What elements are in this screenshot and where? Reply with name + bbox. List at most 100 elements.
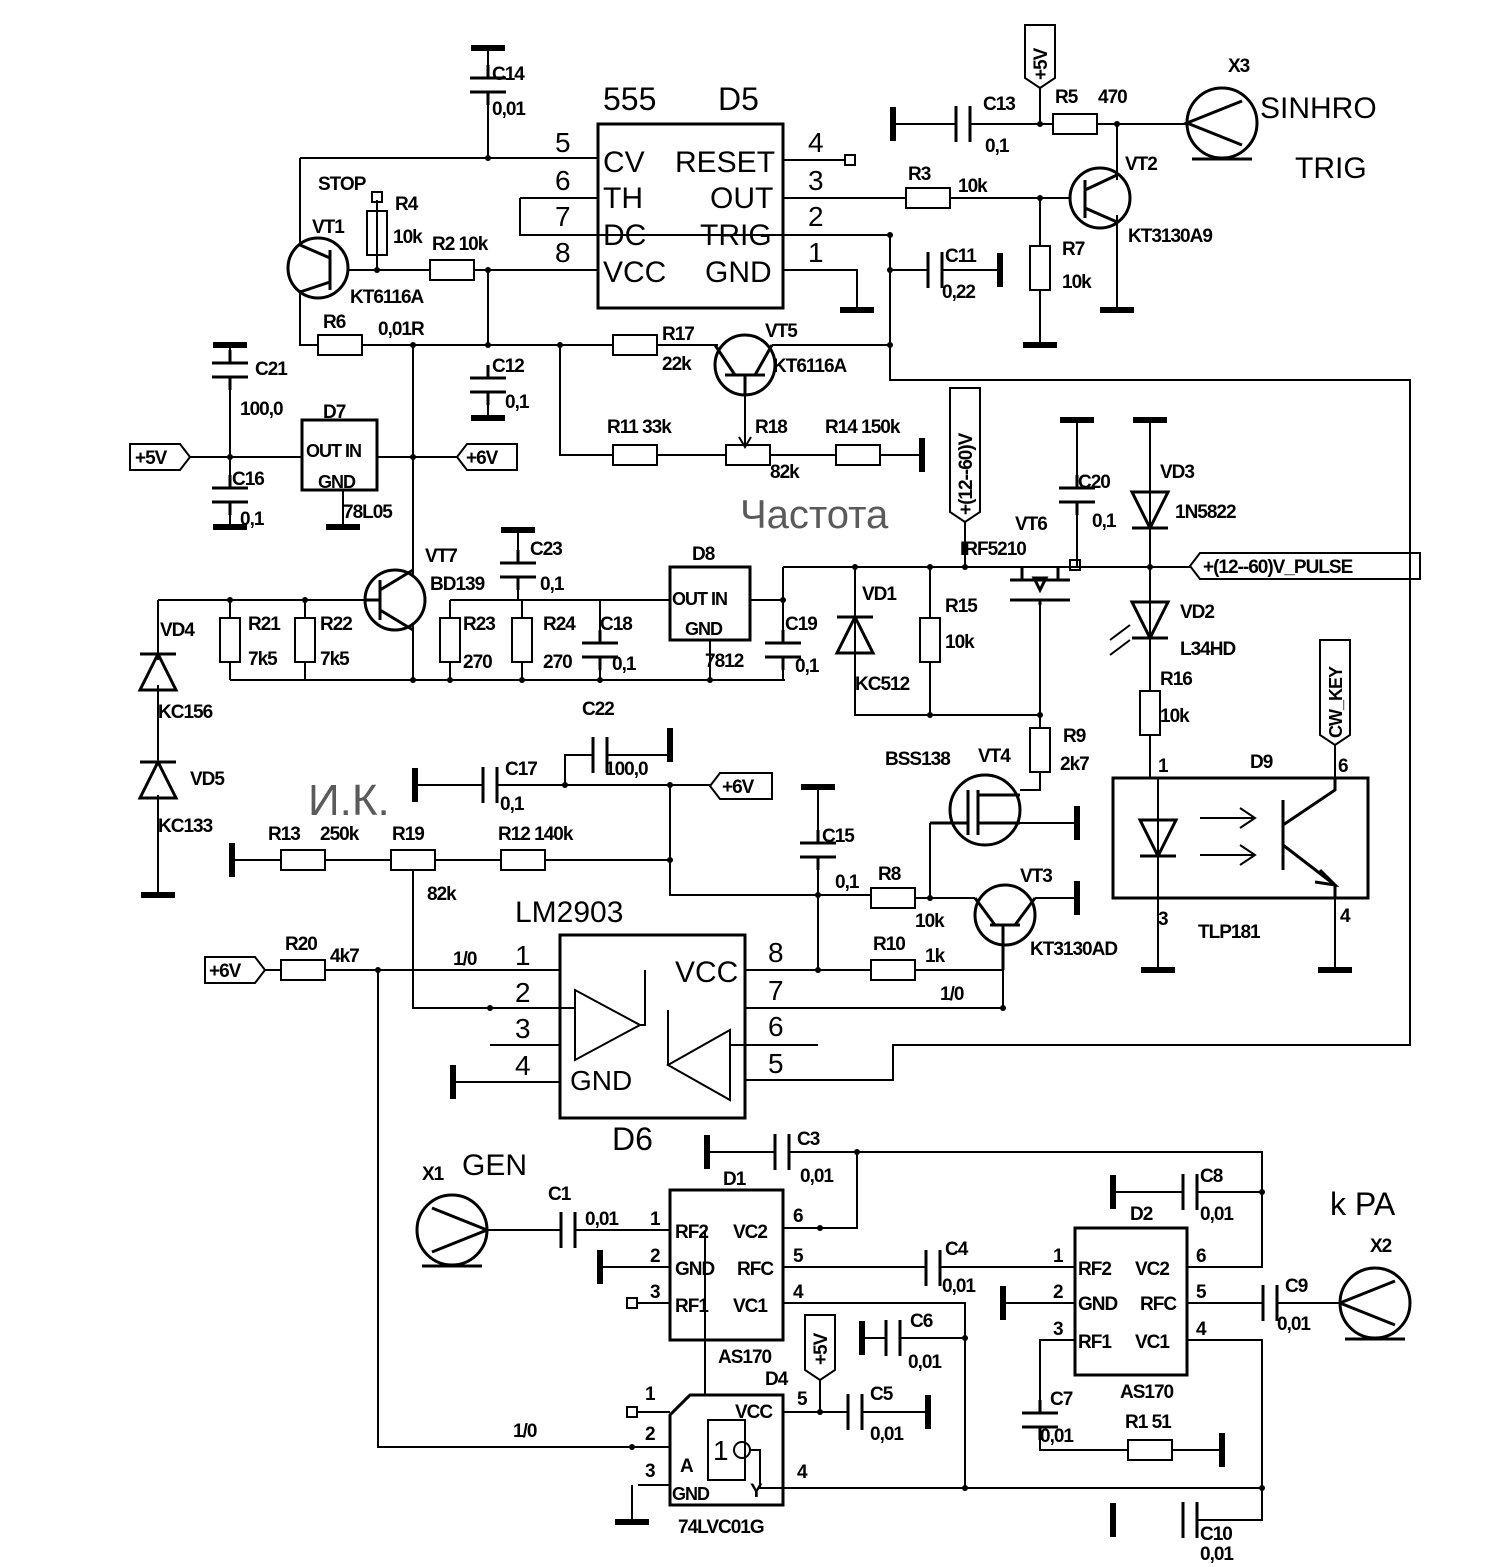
ground-bar xyxy=(213,524,247,530)
mosfet-leads xyxy=(930,790,1020,835)
junction-dot xyxy=(410,454,416,460)
label-d6-p3: 3 xyxy=(515,1013,531,1044)
transistor-leads xyxy=(973,897,1037,970)
junction-dot xyxy=(519,677,525,683)
label-vt5-t: KT6116A xyxy=(773,356,848,377)
ic-d6-lm2903 xyxy=(558,933,747,1120)
port-flag-6v xyxy=(455,443,518,471)
port-flag-cw-key xyxy=(1319,639,1351,747)
resistor xyxy=(919,617,941,663)
inverter-bubble xyxy=(733,1441,751,1459)
label-sinhro: SINHRO xyxy=(1260,92,1377,125)
label-r18: R18 xyxy=(755,417,787,438)
label-d4-p3: 3 xyxy=(645,1461,655,1482)
label-r16-v: 10k xyxy=(1160,706,1190,727)
label-x2: X2 xyxy=(1370,1236,1392,1257)
label-d5-vcc: VCC xyxy=(603,256,666,289)
label-r2: R2 10k xyxy=(432,234,489,255)
test-point xyxy=(626,1406,638,1418)
ground-bar xyxy=(859,1321,865,1355)
label-vt6-t: IRF5210 xyxy=(960,539,1026,560)
label-c10: C10 xyxy=(1200,1524,1232,1545)
label-d8-io: OUT IN xyxy=(672,589,727,609)
label-d1-vc2: VC2 xyxy=(733,1222,767,1243)
label-d4-gnd: GND xyxy=(672,1484,710,1504)
resistor xyxy=(429,259,475,281)
label-c5-v: 0,01 xyxy=(870,1424,904,1445)
label-d2-p5: 5 xyxy=(1196,1282,1207,1303)
port-flag-pulse xyxy=(1188,552,1421,580)
led-vd2 xyxy=(1129,600,1171,642)
label-d8-t: 7812 xyxy=(705,651,744,672)
label-c21-v: 100,0 xyxy=(240,399,283,420)
port-flag-5v xyxy=(1024,24,1056,90)
label-d2-vc1: VC1 xyxy=(1135,1332,1170,1353)
label-r15-v: 10k xyxy=(945,632,975,653)
label-vd2: VD2 xyxy=(1180,602,1214,623)
connector-symbol xyxy=(1182,99,1252,161)
capacitor xyxy=(591,737,609,773)
label-vt4-t: BSS138 xyxy=(885,749,950,770)
comparator-b xyxy=(665,1010,745,1102)
resistor xyxy=(390,849,436,871)
mosfet-vt6 xyxy=(1010,567,1070,605)
ic-d4-74lvc01g xyxy=(668,1393,785,1507)
ground-bar xyxy=(450,1065,456,1099)
potentiometer-wiper xyxy=(738,395,752,449)
label-r15: R15 xyxy=(945,596,978,617)
ground-bar xyxy=(501,527,535,533)
label-d7-gnd: GND xyxy=(318,472,356,492)
label-d5-p8: 8 xyxy=(555,237,571,268)
label-c8-v: 0,01 xyxy=(1200,1204,1234,1225)
label-c14-v: 0,01 xyxy=(492,99,526,120)
resistor xyxy=(725,444,771,466)
transistor-leads xyxy=(299,243,332,294)
label-d6-p5: 5 xyxy=(768,1048,784,1079)
junction-dot xyxy=(815,967,821,973)
junction-dot xyxy=(562,782,568,788)
junction-dot xyxy=(927,564,933,570)
label-d8: D8 xyxy=(692,544,715,565)
label-c19: C19 xyxy=(785,614,817,635)
transistor-vt1 xyxy=(286,236,350,300)
label-vt6: VT6 xyxy=(1015,514,1047,535)
junction-dot xyxy=(1037,121,1043,127)
label-r9-v: 2k7 xyxy=(1060,754,1089,775)
label-d5-p3: 3 xyxy=(808,165,824,196)
label-c22: C22 xyxy=(582,699,614,720)
label-d5-p4: 4 xyxy=(808,127,824,158)
label-r8-v: 10k xyxy=(915,911,945,932)
opto-led xyxy=(1137,818,1179,860)
label-d7: D7 xyxy=(323,402,346,423)
label-r20: R20 xyxy=(285,934,317,955)
label-f-6v-a: +6V xyxy=(466,448,499,469)
transistor-vt2 xyxy=(1068,166,1132,230)
junction-dot xyxy=(927,712,933,718)
label-r9: R9 xyxy=(1063,726,1086,747)
label-d4-a: A xyxy=(680,1456,694,1477)
resistor xyxy=(612,444,658,466)
components xyxy=(129,24,1421,1538)
junction-dot xyxy=(447,677,453,683)
label-c5: C5 xyxy=(870,1384,894,1405)
label-r8: R8 xyxy=(878,864,901,885)
label-d5-p2: 2 xyxy=(808,201,824,232)
port-flag-12-60v xyxy=(949,387,981,524)
ground-bar xyxy=(471,45,505,51)
label-r13-v: 250k xyxy=(320,824,360,845)
label-r3-v: 10k xyxy=(958,176,988,197)
label-d6-p7: 7 xyxy=(768,975,784,1006)
label-f-key: CW_KEY xyxy=(1326,666,1346,738)
zener-vd4 xyxy=(137,650,179,692)
transistor-leads xyxy=(365,568,414,632)
label-d9-p1: 1 xyxy=(1158,756,1169,777)
label-vd3: VD3 xyxy=(1160,462,1194,483)
label-c11: C11 xyxy=(945,246,977,267)
label-r18-v: 82k xyxy=(770,462,800,483)
label-vd3-t: 1N5822 xyxy=(1175,502,1236,523)
label-d2-p3: 3 xyxy=(1053,1319,1063,1340)
label-vd5-t: KC133 xyxy=(158,816,213,837)
resistor xyxy=(1052,113,1098,135)
label-d9-p3: 3 xyxy=(1158,909,1168,930)
junction-dot xyxy=(302,597,308,603)
